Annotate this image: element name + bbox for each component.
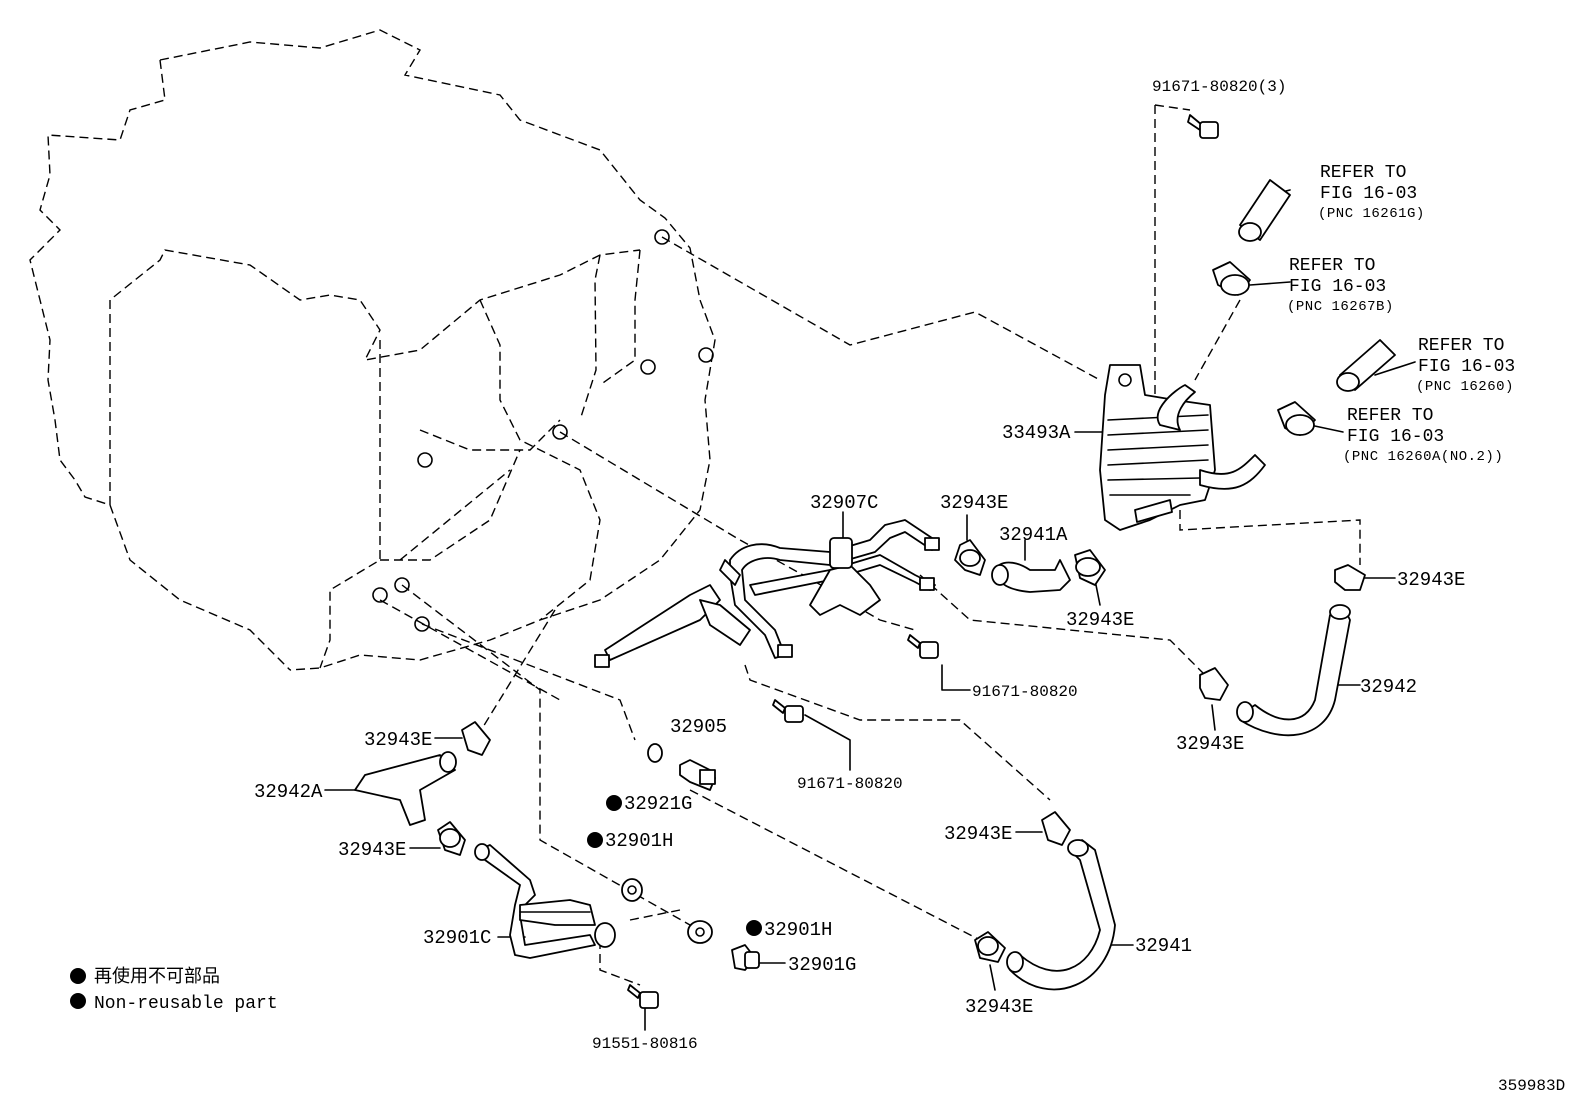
refer-note-2[interactable]: REFER TO FIG 16-03 (PNC 16267B) — [1287, 256, 1394, 315]
refer-clamp-16260a — [1277, 401, 1316, 436]
label-32941a[interactable]: 32941A — [999, 524, 1068, 546]
label-32941[interactable]: 32941 — [1135, 935, 1192, 957]
non-reusable-marker-32921g — [606, 795, 622, 811]
label-32943e-4[interactable]: 32943E — [1176, 733, 1244, 755]
legend-text-en: Non-reusable part — [94, 994, 278, 1014]
legend-text-jp: 再使用不可部品 — [94, 966, 220, 988]
transmission-housing — [29, 29, 716, 671]
label-32943e-5[interactable]: 32943E — [364, 729, 432, 751]
bolt-top — [1187, 114, 1219, 139]
switch-32905[interactable] — [679, 759, 716, 791]
svg-text:(PNC 16267B): (PNC 16267B) — [1287, 299, 1394, 315]
pipe-32901c[interactable] — [474, 843, 616, 959]
clamp-32943e-6[interactable] — [437, 821, 466, 856]
clamp-32943e-1[interactable] — [954, 539, 986, 576]
hose-32941a[interactable] — [991, 559, 1071, 593]
hose-32941[interactable] — [1006, 839, 1116, 991]
part-labels: 91671-80820(3) 33493A 32907C 32943E 3294… — [254, 78, 1465, 1053]
gasket-32901h-1[interactable] — [621, 878, 643, 902]
clamp-32943e-4[interactable] — [1199, 667, 1229, 701]
part-leaders — [324, 189, 1416, 1031]
refer-hose-16260 — [1336, 339, 1396, 392]
oil-cooler[interactable] — [1099, 364, 1266, 531]
label-32901c[interactable]: 32901C — [423, 927, 491, 949]
svg-text:REFER TO: REFER TO — [1289, 256, 1375, 276]
label-32943e-8[interactable]: 32943E — [965, 996, 1033, 1018]
label-91671-80820-a[interactable]: 91671-80820 — [972, 683, 1078, 701]
svg-text:FIG 16-03: FIG 16-03 — [1289, 277, 1386, 297]
label-32942a[interactable]: 32942A — [254, 781, 323, 803]
union-bolt-32901g — [731, 944, 760, 971]
label-33493a[interactable]: 33493A — [1002, 422, 1071, 444]
clamp-32943e-2[interactable] — [1074, 549, 1106, 586]
svg-text:FIG 16-03: FIG 16-03 — [1320, 184, 1417, 204]
refer-note-4[interactable]: REFER TO FIG 16-03 (PNC 16260A(NO.2)) — [1343, 406, 1503, 465]
label-32943e-1[interactable]: 32943E — [940, 492, 1008, 514]
label-32901h-2[interactable]: 32901H — [764, 919, 832, 941]
label-91671-80820-3[interactable]: 91671-80820(3) — [1152, 78, 1286, 96]
legend: 再使用不可部品 Non-reusable part — [70, 966, 278, 1014]
svg-text:REFER TO: REFER TO — [1320, 163, 1406, 183]
svg-text:(PNC 16261G): (PNC 16261G) — [1318, 206, 1425, 222]
svg-text:(PNC 16260): (PNC 16260) — [1416, 379, 1514, 395]
label-91551-80816[interactable]: 91551-80816 — [592, 1035, 698, 1053]
label-32901h-1[interactable]: 32901H — [605, 830, 673, 852]
clamp-32943e-7[interactable] — [1041, 811, 1071, 846]
clamp-32943e-8[interactable] — [974, 931, 1006, 963]
svg-text:REFER TO: REFER TO — [1347, 406, 1433, 426]
gasket-32901h-2[interactable] — [687, 920, 713, 944]
leader-lines — [379, 104, 1361, 986]
refer-note-1[interactable]: REFER TO FIG 16-03 (PNC 16261G) — [1318, 163, 1425, 222]
legend-dot-en — [70, 993, 86, 1009]
hose-32942[interactable] — [1236, 604, 1351, 737]
gasket-32921g[interactable] — [647, 743, 663, 763]
svg-text:REFER TO: REFER TO — [1418, 336, 1504, 356]
label-32921g[interactable]: 32921G — [624, 793, 692, 815]
clamp-32943e-3[interactable] — [1334, 564, 1366, 591]
hose-32942a[interactable] — [354, 751, 457, 826]
bolt-bottom — [627, 984, 659, 1009]
label-32905[interactable]: 32905 — [670, 716, 727, 738]
refer-clamp-16267b — [1212, 261, 1251, 296]
bolt-mid — [907, 634, 939, 659]
svg-text:(PNC 16260A(NO.2)): (PNC 16260A(NO.2)) — [1343, 449, 1503, 465]
label-32943e-3[interactable]: 32943E — [1397, 569, 1465, 591]
non-reusable-marker-32901h-2 — [746, 920, 762, 936]
label-32943e-2[interactable]: 32943E — [1066, 609, 1134, 631]
non-reusable-marker-32901h-1 — [587, 832, 603, 848]
label-32907c[interactable]: 32907C — [810, 492, 878, 514]
svg-text:FIG 16-03: FIG 16-03 — [1347, 427, 1444, 447]
label-91671-80820-b[interactable]: 91671-80820 — [797, 775, 903, 793]
label-32901g[interactable]: 32901G — [788, 954, 856, 976]
clamp-32943e-5[interactable] — [461, 721, 491, 756]
label-32942[interactable]: 32942 — [1360, 676, 1417, 698]
refer-hose-16261g — [1238, 179, 1291, 242]
diagram-id-code: 359983D — [1498, 1077, 1565, 1095]
refer-note-3[interactable]: REFER TO FIG 16-03 (PNC 16260) — [1416, 336, 1515, 395]
pipe-assembly-32907c[interactable] — [594, 519, 940, 668]
label-32943e-7[interactable]: 32943E — [944, 823, 1012, 845]
legend-dot-jp — [70, 968, 86, 984]
label-32943e-6[interactable]: 32943E — [338, 839, 406, 861]
bolt-lower — [772, 699, 804, 723]
svg-text:FIG 16-03: FIG 16-03 — [1418, 357, 1515, 377]
